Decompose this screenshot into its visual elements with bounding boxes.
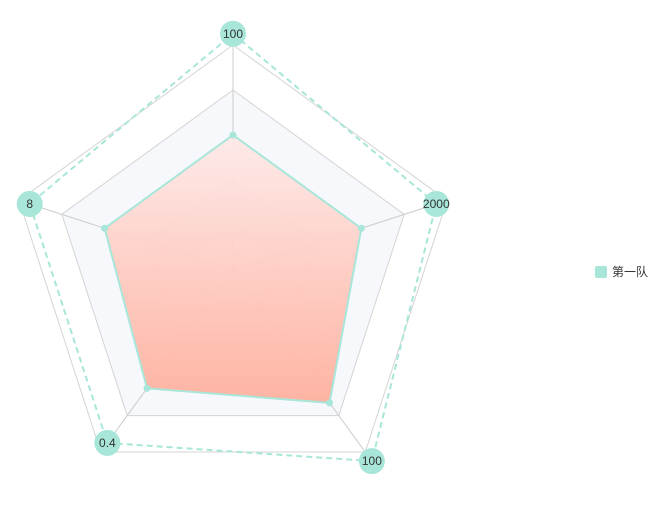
legend-swatch bbox=[595, 265, 607, 278]
benchmark-line bbox=[28, 32, 438, 463]
series-marker-2[interactable] bbox=[326, 399, 334, 407]
series-marker-0[interactable] bbox=[229, 131, 237, 139]
series-area-group bbox=[103, 133, 363, 404]
indicator-max-labels: 100 2000 100 0.4 8 bbox=[16, 20, 450, 475]
split-line-5 bbox=[18, 44, 448, 453]
max-label-3: 0.4 bbox=[99, 436, 116, 450]
legend-label: 第一队 bbox=[612, 265, 649, 279]
benchmark-dashed-group bbox=[28, 32, 438, 463]
legend[interactable]: 第一队 bbox=[595, 263, 648, 280]
series-marker-3[interactable] bbox=[143, 384, 151, 392]
max-label-bubble-0 bbox=[220, 20, 246, 47]
series-markers-group bbox=[101, 131, 365, 407]
max-label-bubble-4 bbox=[16, 190, 43, 217]
max-label-bubble-3 bbox=[94, 429, 121, 456]
max-label-1: 2000 bbox=[423, 197, 450, 211]
series-area bbox=[103, 133, 363, 404]
max-label-2: 100 bbox=[362, 454, 382, 468]
max-label-0: 100 bbox=[223, 27, 243, 41]
max-label-bubble-2 bbox=[358, 448, 385, 475]
series-marker-4[interactable] bbox=[101, 224, 109, 232]
split-line-4 bbox=[61, 89, 405, 417]
max-label-4: 8 bbox=[26, 197, 33, 211]
max-label-bubble-1 bbox=[423, 190, 450, 217]
series-marker-1[interactable] bbox=[357, 224, 365, 232]
